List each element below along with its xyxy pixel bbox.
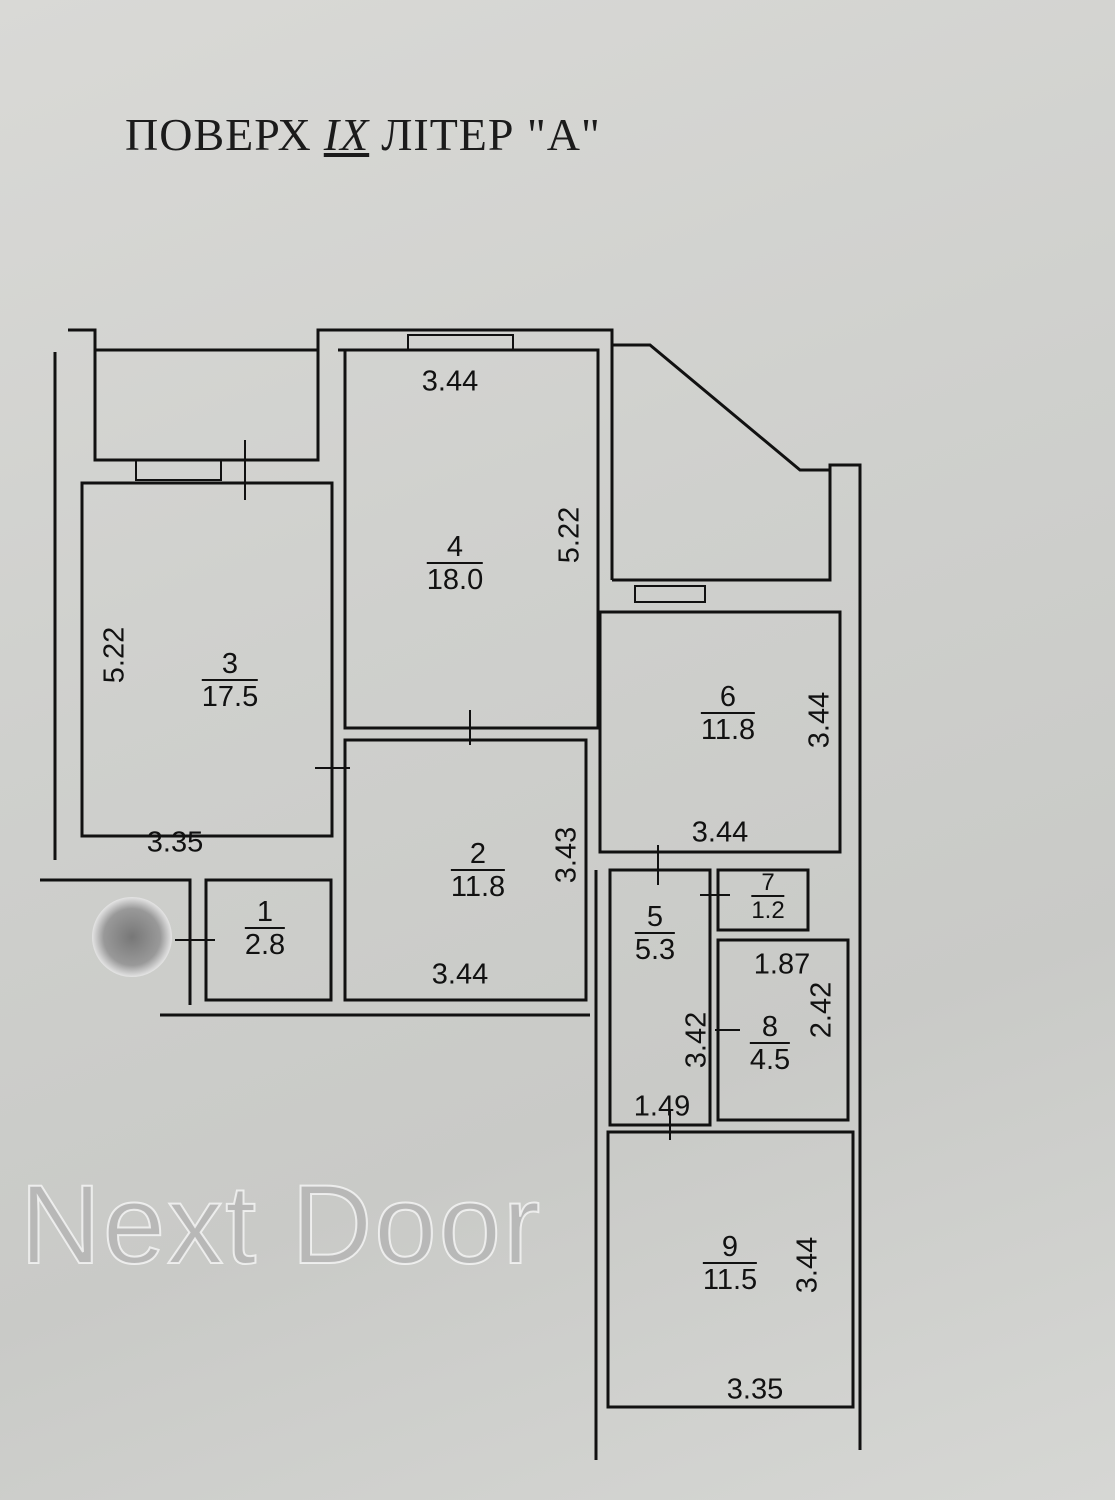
room-area: 17.5 [201, 681, 259, 713]
floor-number: IX [323, 109, 370, 160]
dimension: 1.49 [633, 1090, 691, 1123]
room-number: 2 [450, 840, 506, 871]
room-9: 9 11.5 [702, 1233, 758, 1297]
room-3: 3 17.5 [201, 650, 259, 714]
dimension: 3.44 [803, 691, 836, 749]
room-area: 2.8 [244, 929, 286, 961]
room-area: 18.0 [426, 564, 484, 596]
dimension: 3.44 [421, 365, 479, 398]
room-5: 5 5.3 [634, 903, 676, 967]
dimension: 1.87 [753, 948, 811, 981]
dimension: 3.35 [146, 826, 204, 859]
room-number: 9 [702, 1233, 758, 1264]
dimension: 3.44 [431, 958, 489, 991]
watermark: Next Door [19, 1161, 543, 1288]
room-number: 7 [751, 871, 785, 897]
room-area: 11.8 [700, 714, 756, 746]
dimension: 3.35 [726, 1373, 784, 1406]
room-number: 6 [700, 683, 756, 714]
room-8: 8 4.5 [749, 1013, 791, 1077]
room-number: 3 [201, 650, 259, 681]
room-1: 1 2.8 [244, 898, 286, 962]
room-2: 2 11.8 [450, 840, 506, 904]
room-6: 6 11.8 [700, 683, 756, 747]
room-number: 1 [244, 898, 286, 929]
room-area: 1.2 [751, 897, 785, 924]
dimension: 5.22 [98, 626, 131, 684]
title-suffix: ЛІТЕР "А" [381, 109, 601, 160]
dimension: 3.44 [691, 816, 749, 849]
dimension: 2.42 [805, 981, 838, 1039]
dimension: 3.43 [550, 826, 583, 884]
room-area: 5.3 [634, 934, 676, 966]
dimension: 3.42 [680, 1011, 713, 1069]
room-area: 11.5 [702, 1264, 758, 1296]
room-area: 4.5 [749, 1044, 791, 1076]
room-4: 4 18.0 [426, 533, 484, 597]
room-number: 4 [426, 533, 484, 564]
room-area: 11.8 [450, 871, 506, 903]
dimension: 3.44 [791, 1236, 824, 1294]
room-number: 5 [634, 903, 676, 934]
room-number: 8 [749, 1013, 791, 1044]
camera-dot [92, 897, 172, 977]
dimension: 5.22 [553, 506, 586, 564]
room-7: 7 1.2 [751, 871, 785, 925]
title-prefix: ПОВЕРХ [125, 109, 312, 160]
